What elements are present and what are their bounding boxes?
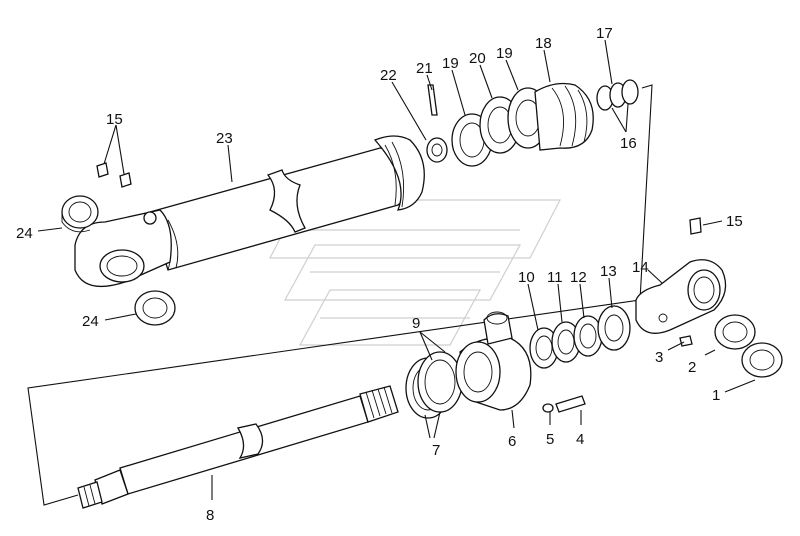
piston-seals	[405, 351, 463, 419]
callout-19-right: 19	[496, 45, 513, 62]
cylinder-head	[455, 311, 532, 411]
watermark-logo	[269, 199, 561, 346]
callout-10: 10	[518, 269, 535, 286]
callout-7: 7	[432, 442, 440, 459]
callout-20: 20	[469, 50, 486, 67]
callout-16: 16	[620, 135, 637, 152]
bushings-right	[714, 314, 783, 378]
callout-15-right: 15	[726, 213, 743, 230]
grease-nipples-top	[96, 162, 132, 188]
grease-nipple-right	[689, 217, 702, 235]
callout-labels: 1 2 3 4 5 6 7 8 9 10 11 12 13 14 15 15 1…	[16, 25, 743, 524]
callout-24-top: 24	[16, 225, 33, 242]
callout-5: 5	[546, 431, 554, 448]
callout-15-top: 15	[106, 111, 123, 128]
callout-1: 1	[712, 387, 720, 404]
leader-lines	[37, 39, 756, 500]
callout-17: 17	[596, 25, 613, 42]
callout-12: 12	[570, 269, 587, 286]
bushing-top-left	[61, 195, 99, 233]
callout-3: 3	[655, 349, 663, 366]
callout-13: 13	[600, 263, 617, 280]
gland-assembly-top	[426, 79, 639, 167]
callout-6: 6	[508, 433, 516, 450]
callout-8: 8	[206, 507, 214, 524]
callout-18: 18	[535, 35, 552, 52]
callout-9: 9	[412, 315, 420, 332]
bushing-bottom-left	[134, 290, 176, 326]
rod-eye	[635, 259, 727, 334]
callout-23: 23	[216, 130, 233, 147]
callout-4: 4	[576, 431, 584, 448]
callout-19-left: 19	[442, 55, 459, 72]
callout-11: 11	[547, 269, 563, 286]
rod-seals-lower	[529, 305, 631, 369]
piston-rod	[77, 385, 399, 509]
callout-14: 14	[632, 259, 649, 276]
callout-24-bottom: 24	[82, 313, 99, 330]
cylinder-barrel	[149, 135, 425, 271]
callout-2: 2	[688, 359, 696, 376]
assembly-boundary-lines	[27, 84, 653, 506]
barrel-clevis	[74, 209, 172, 288]
callout-22: 22	[380, 67, 397, 84]
callout-21: 21	[416, 60, 433, 77]
